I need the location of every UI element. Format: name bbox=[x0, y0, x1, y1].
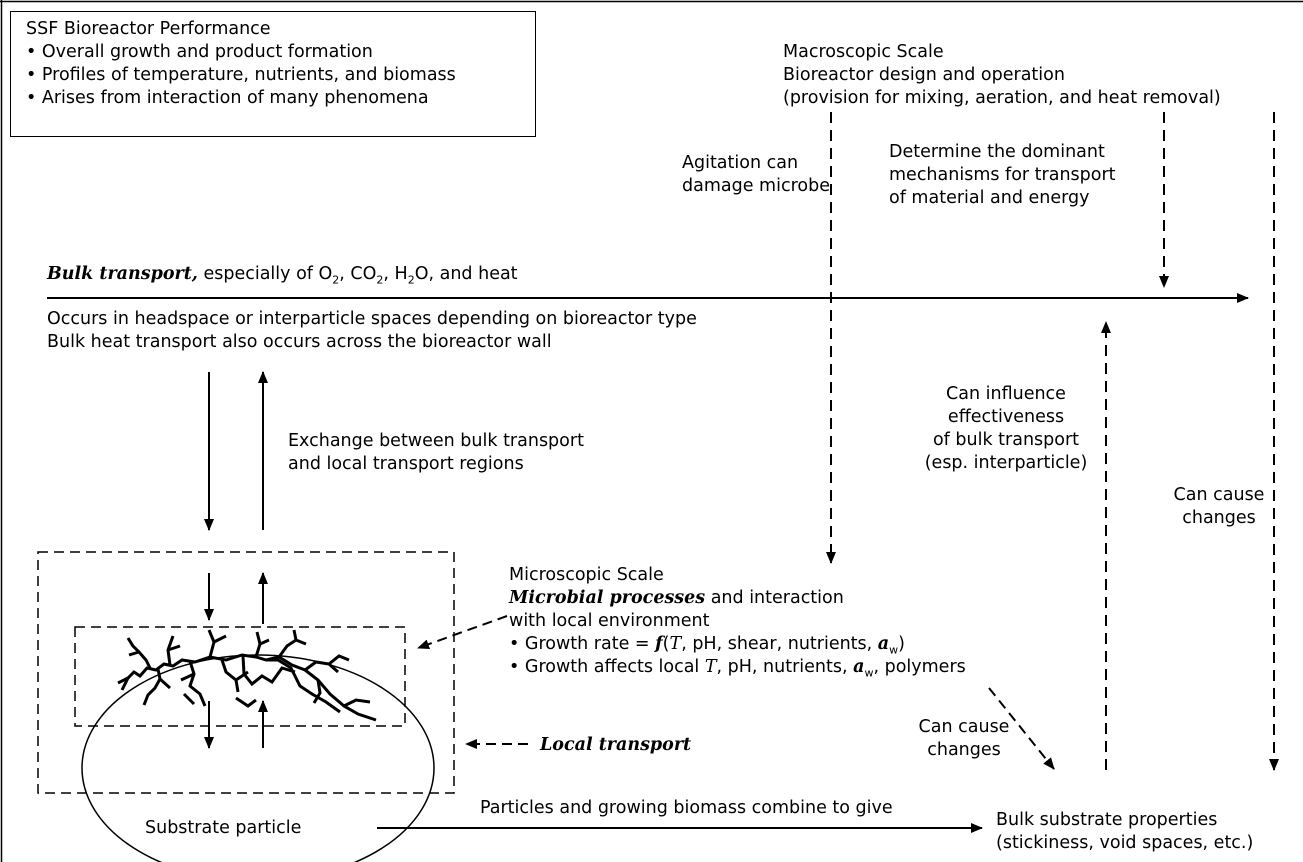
macroscopic-scale-label: Macroscopic Scale Bioreactor design and … bbox=[783, 42, 1221, 108]
performance-item: • Profiles of temperature, nutrients, an… bbox=[26, 65, 456, 85]
performance-box-text: SSF Bioreactor Performance • Overall gro… bbox=[26, 18, 456, 110]
macro-cause-changes-label: Can cause changes bbox=[1173, 485, 1265, 528]
combine-label: Particles and growing biomass combine to… bbox=[480, 798, 893, 818]
bulk-transport-label: Bulk transport, especially of O2, CO2, H… bbox=[47, 264, 518, 287]
growth-affects-bullet: • Growth affects local T, pH, nutrients,… bbox=[509, 657, 966, 680]
microscopic-pointer-arrow bbox=[417, 615, 508, 649]
bulk-transport-description: Occurs in headspace or interparticle spa… bbox=[47, 309, 697, 352]
dominant-mechanisms-label: Determine the dominant mechanisms for tr… bbox=[889, 142, 1116, 208]
growth-cause-changes-label: Can cause changes bbox=[918, 717, 1010, 760]
hyphae-network bbox=[117, 629, 377, 722]
influence-label: Can influence effectiveness of bulk tran… bbox=[924, 384, 1088, 473]
performance-box bbox=[10, 11, 536, 137]
agitation-label: Agitation can damage microbe bbox=[682, 153, 830, 196]
growth-cause-changes-arrow bbox=[988, 687, 1055, 770]
performance-item: • Arises from interaction of many phenom… bbox=[26, 88, 429, 108]
growth-rate-bullet: • Growth rate = f(T, pH, shear, nutrient… bbox=[509, 634, 905, 657]
bulk-substrate-properties-label: Bulk substrate properties (stickiness, v… bbox=[996, 810, 1254, 853]
performance-title: SSF Bioreactor Performance bbox=[26, 19, 271, 39]
local-transport-label: Local transport bbox=[540, 735, 692, 755]
local-transport-region bbox=[37, 551, 455, 794]
microbial-region bbox=[74, 626, 406, 727]
exchange-label: Exchange between bulk transport and loca… bbox=[288, 431, 584, 474]
performance-item: • Overall growth and product formation bbox=[26, 42, 373, 62]
substrate-particle-label: Substrate particle bbox=[145, 818, 302, 838]
microscopic-scale-label: Microscopic Scale Microbial processes an… bbox=[509, 565, 966, 680]
